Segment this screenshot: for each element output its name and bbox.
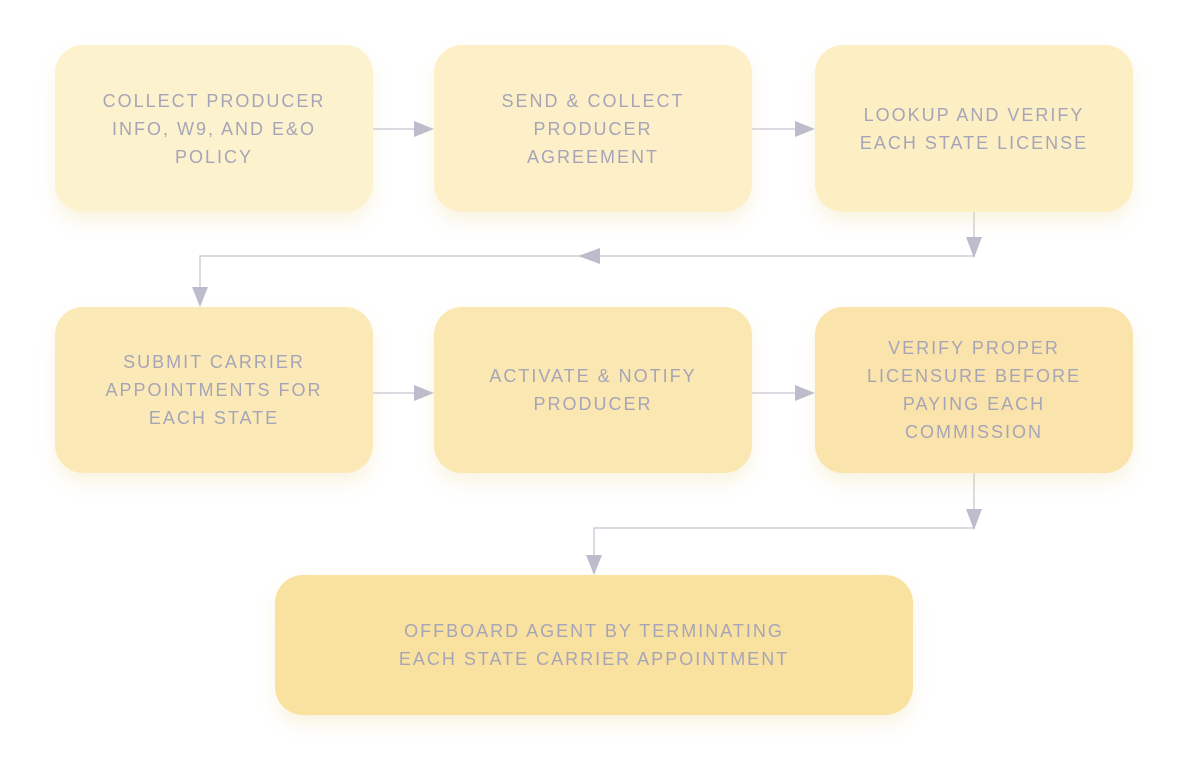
arrowhead-icon (414, 121, 434, 137)
arrowhead-icon (966, 509, 982, 530)
step-box-verify-licensure-commission: VERIFY PROPER LICENSURE BEFORE PAYING EA… (815, 307, 1133, 473)
step-box-activate-notify: ACTIVATE & NOTIFY PRODUCER (434, 307, 752, 473)
step-box-producer-agreement: SEND & COLLECT PRODUCER AGREEMENT (434, 45, 752, 212)
arrowhead-icon (966, 237, 982, 258)
step-label: SUBMIT CARRIER APPOINTMENTS FOR EACH STA… (105, 352, 323, 428)
step-label: LOOKUP AND VERIFY EACH STATE LICENSE (859, 104, 1089, 153)
step-box-verify-license: LOOKUP AND VERIFY EACH STATE LICENSE (815, 45, 1133, 212)
arrowhead-icon (586, 555, 602, 575)
arrowhead-icon (578, 248, 600, 264)
arrowhead-icon (795, 385, 815, 401)
step-label: VERIFY PROPER LICENSURE BEFORE PAYING EA… (866, 338, 1082, 442)
step-label: OFFBOARD AGENT BY TERMINATING EACH STATE… (398, 621, 790, 669)
step-box-collect-producer-info: COLLECT PRODUCER INFO, W9, AND E&O POLIC… (55, 45, 373, 212)
arrowhead-icon (795, 121, 815, 137)
arrowhead-icon (414, 385, 434, 401)
step-box-offboard-agent: OFFBOARD AGENT BY TERMINATING EACH STATE… (275, 575, 913, 715)
step-label: SEND & COLLECT PRODUCER AGREEMENT (501, 90, 685, 167)
arrowhead-icon (192, 287, 208, 307)
connector-step6-step7 (593, 473, 975, 563)
step-label: ACTIVATE & NOTIFY PRODUCER (489, 366, 697, 414)
step-box-carrier-appointments: SUBMIT CARRIER APPOINTMENTS FOR EACH STA… (55, 307, 373, 473)
step-label: COLLECT PRODUCER INFO, W9, AND E&O POLIC… (102, 90, 326, 167)
